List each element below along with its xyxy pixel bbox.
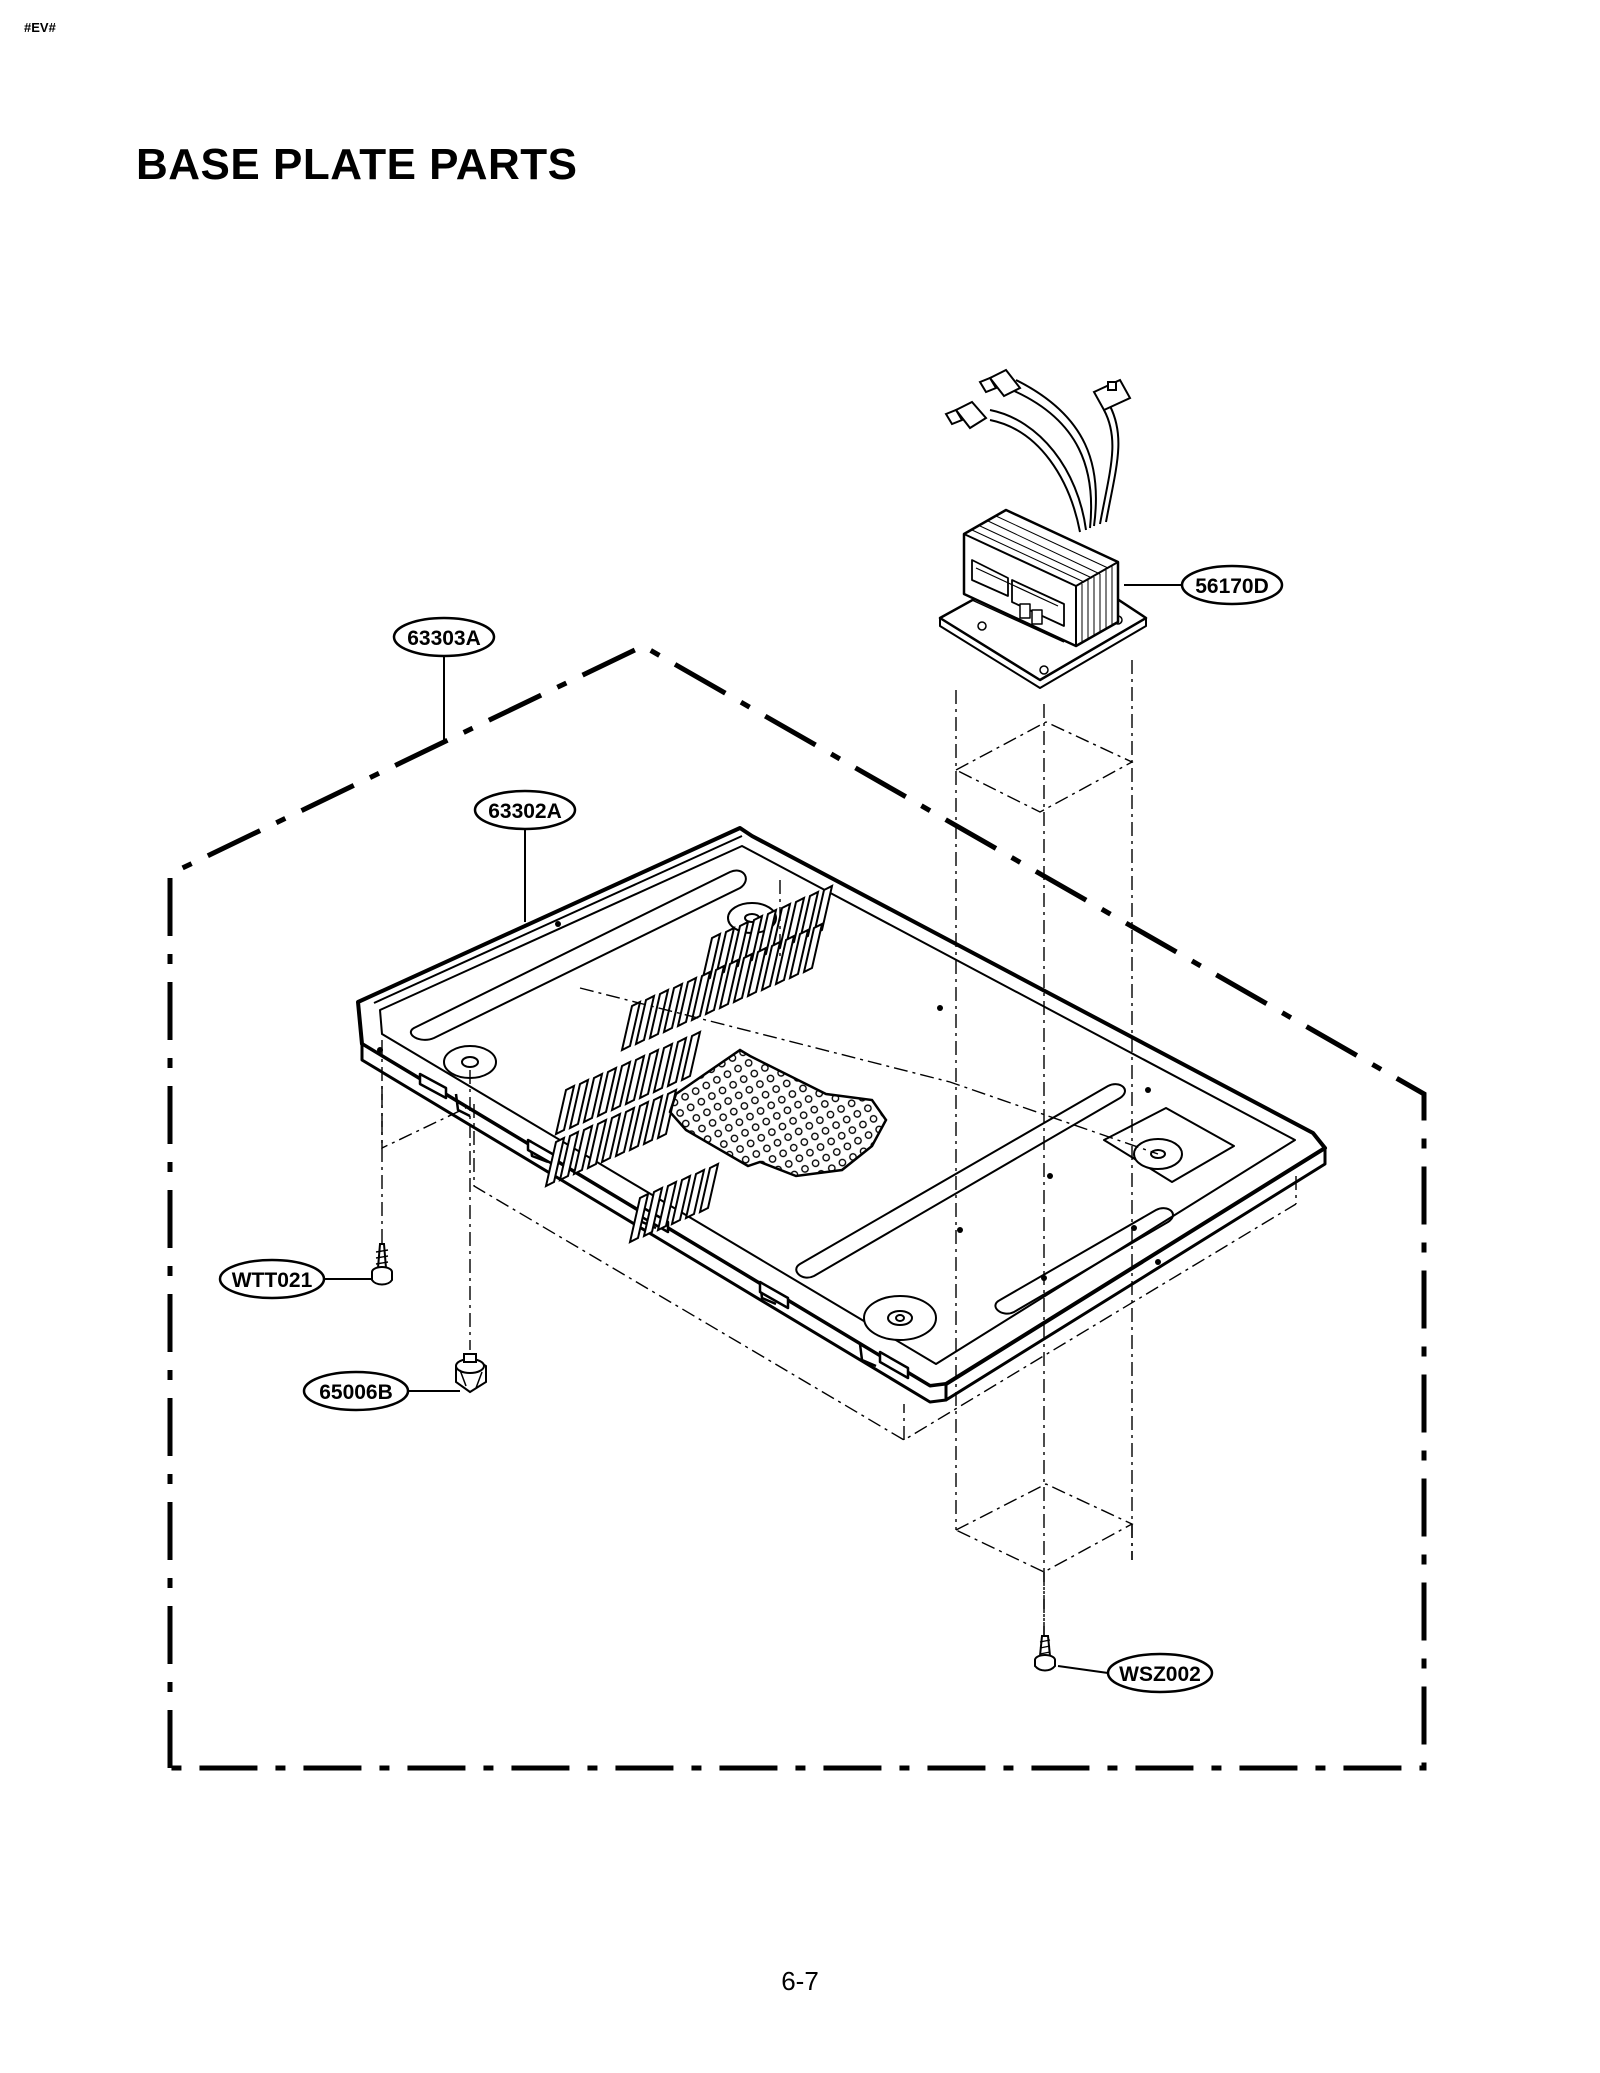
callout-WTT021: WTT021 — [218, 1258, 326, 1300]
perforated-grille — [668, 1048, 888, 1178]
leader-lines — [324, 584, 1183, 1674]
callout-label: WTT021 — [232, 1269, 313, 1292]
callout-label: WSZ002 — [1119, 1663, 1201, 1686]
wire-connectors — [944, 368, 1132, 430]
document-code: #EV# — [24, 20, 56, 35]
callout-label: 63302A — [488, 800, 562, 823]
projection-lines — [381, 660, 1297, 1650]
screw-wsz002 — [1034, 1635, 1056, 1672]
callout-WSZ002: WSZ002 — [1106, 1652, 1214, 1694]
foot-65006b — [455, 1353, 487, 1394]
assembly-boundary — [167, 643, 1427, 1771]
high-voltage-transformer — [938, 508, 1148, 689]
page-number: 6-7 — [781, 1966, 819, 1996]
callout-label: 63303A — [407, 627, 481, 650]
transformer-wires — [989, 379, 1120, 533]
callout-label: 65006B — [319, 1381, 393, 1404]
callout-label: 56170D — [1195, 575, 1269, 598]
page-title: BASE PLATE PARTS — [136, 140, 578, 189]
callout-56170D: 56170D — [1180, 564, 1284, 606]
callout-63302A: 63302A — [473, 789, 577, 831]
vent-slots — [544, 884, 834, 1244]
callout-65006B: 65006B — [302, 1370, 410, 1412]
callout-63303A: 63303A — [392, 616, 496, 658]
screw-wtt021 — [371, 1243, 393, 1286]
